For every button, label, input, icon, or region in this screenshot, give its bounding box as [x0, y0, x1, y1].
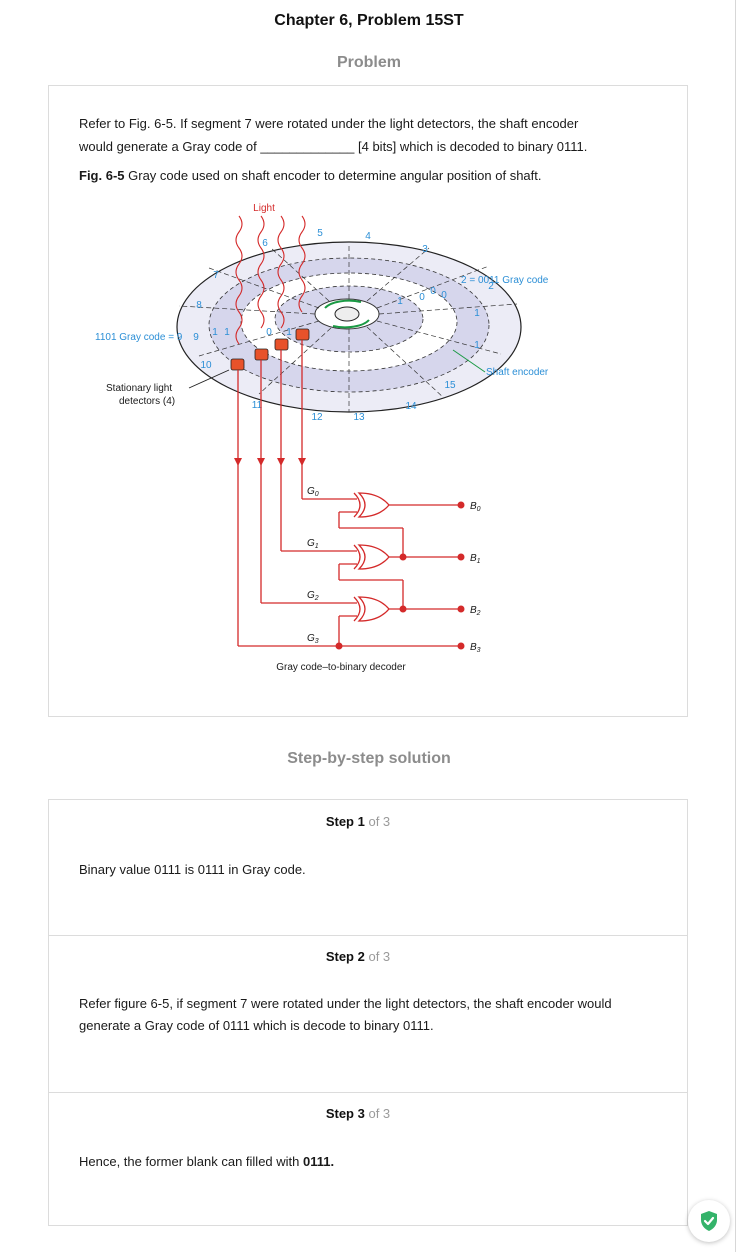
decoder-label: Gray code–to-binary decoder: [276, 662, 406, 673]
step-3: Step 3 of 3 Hence, the former blank can …: [49, 1092, 687, 1225]
step-2-header: Step 2 of 3: [325, 949, 391, 964]
step-3-body: Hence, the former blank can filled with …: [79, 1154, 335, 1169]
step-2-body: Refer figure 6-5, if segment 7 were rota…: [79, 996, 612, 1033]
segment-label-11: 11: [252, 400, 263, 411]
b2-label: B2: [470, 605, 481, 617]
g1-label: G1: [307, 538, 319, 550]
segment-label-13: 13: [353, 412, 365, 423]
segment-label-14: 14: [405, 401, 417, 412]
bit-9-1: 1: [224, 327, 230, 338]
segment-label-3: 3: [422, 244, 428, 255]
problem-text-line-2: would generate a Gray code of __________…: [79, 139, 588, 154]
scrollbar-edge: [735, 0, 736, 1252]
segment-label-6: 6: [262, 238, 268, 249]
segment-label-4: 4: [365, 231, 371, 242]
stationary-detectors-label-2: detectors (4): [119, 396, 175, 407]
signal-lines: [237, 340, 303, 646]
segment-label-5: 5: [317, 228, 323, 239]
step-3-header: Step 3 of 3: [325, 1106, 391, 1121]
segment-lines: [178, 243, 518, 412]
bit-9-3: 1: [286, 327, 292, 338]
shaft-encoder-pointer: [452, 349, 486, 373]
segment-label-1: 1: [474, 308, 480, 319]
problem-text: Refer to Fig. 6-5. If segment 7 were rot…: [79, 112, 659, 158]
arrowheads: [234, 458, 306, 466]
bit-2-3: 1: [474, 340, 480, 351]
chapter-title: Chapter 6, Problem 15ST: [274, 12, 464, 29]
shield-check-icon[interactable]: [688, 1200, 730, 1242]
segment-label-0: 0: [441, 290, 447, 301]
segment-label-7: 7: [213, 270, 219, 281]
shaft-encoder-figure: 0 1 2 3 4 5 6 7 8 9 10 11 12 13 14 15 0 …: [95, 203, 549, 673]
solution-heading: Step-by-step solution: [287, 750, 451, 767]
shaft-encoder-label: Shaft encoder: [486, 367, 549, 378]
bit-2-2: 1: [397, 296, 403, 307]
g0-label: G0: [307, 486, 319, 498]
problem-heading: Problem: [336, 54, 401, 71]
segment-label-9: 9: [193, 332, 199, 343]
segment-label-15: 15: [444, 380, 456, 391]
step-1-body: Binary value 0111 is 0111 in Gray code.: [79, 862, 306, 877]
light-label: Light: [253, 203, 275, 214]
decoder-wiring: [238, 498, 461, 647]
b1-label: B1: [470, 553, 481, 565]
segment-label-8: 8: [196, 300, 202, 311]
segment-label-10: 10: [200, 360, 212, 371]
gray-code-2-label: 2 = 0011 Gray code: [461, 275, 549, 286]
step-2: Step 2 of 3 Refer figure 6-5, if segment…: [49, 935, 687, 1093]
b3-label: B3: [470, 642, 481, 654]
g2-label: G2: [307, 590, 319, 602]
figure-label: Fig. 6-5: [79, 168, 125, 183]
problem-text-line-1: Refer to Fig. 6-5. If segment 7 were rot…: [79, 116, 579, 131]
stationary-detectors-label-1: Stationary light: [106, 383, 172, 394]
rotation-arrows-icon: [324, 299, 370, 329]
stationary-pointer: [188, 369, 230, 389]
bit-9-2: 0: [266, 327, 272, 338]
gray-code-9-label: 1101 Gray code = 9: [95, 332, 183, 343]
figure-caption-text: Gray code used on shaft encoder to deter…: [124, 168, 542, 183]
problem-card: Refer to Fig. 6-5. If segment 7 were rot…: [48, 85, 688, 717]
xor-gates: [353, 492, 390, 622]
bit-9-0: 1: [212, 327, 218, 338]
encoder-shaft: [334, 306, 360, 322]
g3-label: G3: [307, 633, 319, 645]
junction-dots: [335, 501, 465, 650]
figure-caption: Fig. 6-5 Gray code used on shaft encoder…: [79, 164, 659, 187]
bit-2-1: 0: [430, 286, 436, 297]
b0-label: B0: [470, 501, 481, 513]
step-1-header: Step 1 of 3: [325, 814, 391, 829]
light-detectors: [230, 328, 310, 371]
segment-label-12: 12: [311, 412, 323, 423]
segment-label-2: 2: [488, 281, 494, 292]
light-beams: [235, 215, 306, 345]
bit-2-0: 0: [419, 292, 425, 303]
steps-card: Step 1 of 3 Binary value 0111 is 0111 in…: [48, 799, 688, 1226]
step-1: Step 1 of 3 Binary value 0111 is 0111 in…: [49, 800, 687, 936]
